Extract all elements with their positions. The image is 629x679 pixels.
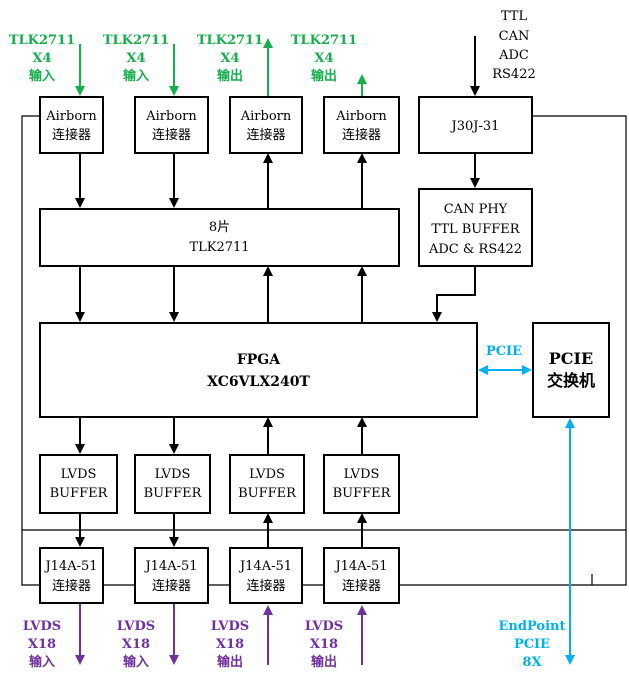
svg-text:J14A-51: J14A-51 bbox=[333, 559, 387, 574]
board-frame bbox=[21, 115, 627, 586]
svg-text:Airborn: Airborn bbox=[45, 109, 97, 124]
pcie-link-label: PCIE bbox=[486, 344, 522, 359]
lvds-buffer-2: LVDS BUFFER bbox=[134, 454, 211, 514]
bottom-label-4: LVDS X18 输出 bbox=[305, 619, 343, 670]
svg-text:EndPoint: EndPoint bbox=[499, 619, 566, 634]
svg-text:8片: 8片 bbox=[209, 220, 230, 235]
svg-text:X4: X4 bbox=[32, 51, 51, 66]
top-label-3: TLK2711 X4 输出 bbox=[197, 33, 263, 84]
svg-text:Airborn: Airborn bbox=[240, 109, 292, 124]
svg-text:TLK2711: TLK2711 bbox=[189, 240, 249, 255]
svg-text:PCIE: PCIE bbox=[514, 637, 550, 652]
endpoint-label: EndPoint PCIE 8X bbox=[499, 619, 566, 670]
svg-text:X4: X4 bbox=[314, 51, 333, 66]
svg-text:J14A-51: J14A-51 bbox=[238, 559, 292, 574]
svg-text:交换机: 交换机 bbox=[547, 371, 595, 390]
svg-text:输入: 输入 bbox=[29, 654, 55, 670]
bottom-label-3: LVDS X18 输出 bbox=[211, 619, 249, 670]
svg-text:ADC & RS422: ADC & RS422 bbox=[428, 242, 522, 257]
fpga-block: FPGA XC6VLX240T bbox=[39, 322, 478, 418]
svg-text:LVDS: LVDS bbox=[305, 619, 343, 634]
svg-text:LVDS: LVDS bbox=[23, 619, 61, 634]
svg-text:J14A-51: J14A-51 bbox=[43, 559, 97, 574]
svg-text:BUFFER: BUFFER bbox=[238, 486, 297, 501]
svg-text:输入: 输入 bbox=[29, 68, 55, 84]
svg-text:LVDS: LVDS bbox=[155, 467, 191, 482]
svg-text:输入: 输入 bbox=[123, 654, 149, 670]
top-label-2: TLK2711 X4 输入 bbox=[103, 33, 169, 84]
bottom-label-1: LVDS X18 输入 bbox=[23, 619, 61, 670]
svg-text:输入: 输入 bbox=[123, 68, 149, 84]
svg-text:X18: X18 bbox=[310, 637, 338, 652]
svg-text:输出: 输出 bbox=[311, 68, 337, 84]
svg-text:输出: 输出 bbox=[217, 68, 243, 84]
lvds-buffer-3: LVDS BUFFER bbox=[229, 454, 305, 514]
top-label-4: TLK2711 X4 输出 bbox=[291, 33, 357, 84]
svg-text:CAN PHY: CAN PHY bbox=[444, 202, 508, 217]
svg-text:RS422: RS422 bbox=[492, 67, 536, 82]
svg-text:连接器: 连接器 bbox=[152, 578, 191, 594]
j14a-connector-2: J14A-51 连接器 bbox=[134, 547, 209, 604]
svg-text:Airborn: Airborn bbox=[145, 109, 197, 124]
svg-text:TLK2711: TLK2711 bbox=[103, 33, 169, 48]
svg-text:连接器: 连接器 bbox=[52, 578, 91, 594]
svg-text:输出: 输出 bbox=[311, 654, 337, 670]
lvds-buffer-1: LVDS BUFFER bbox=[39, 454, 118, 514]
svg-text:Airborn: Airborn bbox=[335, 109, 387, 124]
svg-text:ADC: ADC bbox=[498, 48, 529, 63]
svg-text:J30J-31: J30J-31 bbox=[450, 119, 500, 134]
svg-text:BUFFER: BUFFER bbox=[50, 486, 109, 501]
svg-text:LVDS: LVDS bbox=[61, 467, 97, 482]
svg-text:LVDS: LVDS bbox=[117, 619, 155, 634]
svg-text:X18: X18 bbox=[28, 637, 56, 652]
lvds-buffer-4: LVDS BUFFER bbox=[323, 454, 400, 514]
svg-text:X4: X4 bbox=[220, 51, 239, 66]
pcie-switch-block: PCIE 交换机 bbox=[532, 322, 610, 418]
svg-text:连接器: 连接器 bbox=[246, 578, 285, 594]
svg-text:输出: 输出 bbox=[217, 654, 243, 670]
svg-text:LVDS: LVDS bbox=[249, 467, 285, 482]
svg-text:BUFFER: BUFFER bbox=[144, 486, 203, 501]
tlk2711-block: 8片 TLK2711 bbox=[39, 208, 400, 267]
svg-text:TLK2711: TLK2711 bbox=[291, 33, 357, 48]
svg-text:TLK2711: TLK2711 bbox=[197, 33, 263, 48]
airborn-connector-3: Airborn 连接器 bbox=[229, 96, 303, 154]
svg-text:LVDS: LVDS bbox=[211, 619, 249, 634]
j14a-connector-1: J14A-51 连接器 bbox=[39, 547, 104, 604]
can-phy-block: CAN PHY TTL BUFFER ADC & RS422 bbox=[418, 188, 533, 267]
svg-text:XC6VLX240T: XC6VLX240T bbox=[207, 374, 310, 390]
svg-text:连接器: 连接器 bbox=[152, 127, 191, 143]
svg-text:8X: 8X bbox=[522, 655, 542, 670]
svg-text:连接器: 连接器 bbox=[342, 127, 381, 143]
svg-text:LVDS: LVDS bbox=[344, 467, 380, 482]
canphy-to-fpga-arrow bbox=[432, 266, 476, 322]
j14a-connector-4: J14A-51 连接器 bbox=[323, 547, 400, 604]
airborn-connector-2: Airborn 连接器 bbox=[134, 96, 209, 154]
svg-text:X4: X4 bbox=[126, 51, 145, 66]
svg-text:J14A-51: J14A-51 bbox=[143, 559, 197, 574]
svg-text:连接器: 连接器 bbox=[52, 127, 91, 143]
j14a-connector-3: J14A-51 连接器 bbox=[229, 547, 303, 604]
top-label-1: TLK2711 X4 输入 bbox=[9, 33, 75, 84]
svg-text:TTL BUFFER: TTL BUFFER bbox=[431, 222, 520, 237]
svg-text:连接器: 连接器 bbox=[342, 578, 381, 594]
svg-text:TLK2711: TLK2711 bbox=[9, 33, 75, 48]
bottom-label-2: LVDS X18 输入 bbox=[117, 619, 155, 670]
svg-text:X18: X18 bbox=[216, 637, 244, 652]
airborn-connector-1: Airborn 连接器 bbox=[39, 96, 104, 154]
j30j-connector: J30J-31 bbox=[418, 96, 533, 154]
svg-text:X18: X18 bbox=[122, 637, 150, 652]
svg-text:BUFFER: BUFFER bbox=[333, 486, 392, 501]
svg-text:PCIE: PCIE bbox=[549, 349, 593, 368]
svg-text:CAN: CAN bbox=[499, 29, 530, 44]
svg-text:TTL: TTL bbox=[501, 9, 528, 24]
ttl-can-labels: TTL CAN ADC RS422 bbox=[492, 9, 536, 82]
svg-text:连接器: 连接器 bbox=[246, 127, 285, 143]
airborn-connector-4: Airborn 连接器 bbox=[323, 96, 400, 154]
svg-text:FPGA: FPGA bbox=[237, 352, 281, 368]
